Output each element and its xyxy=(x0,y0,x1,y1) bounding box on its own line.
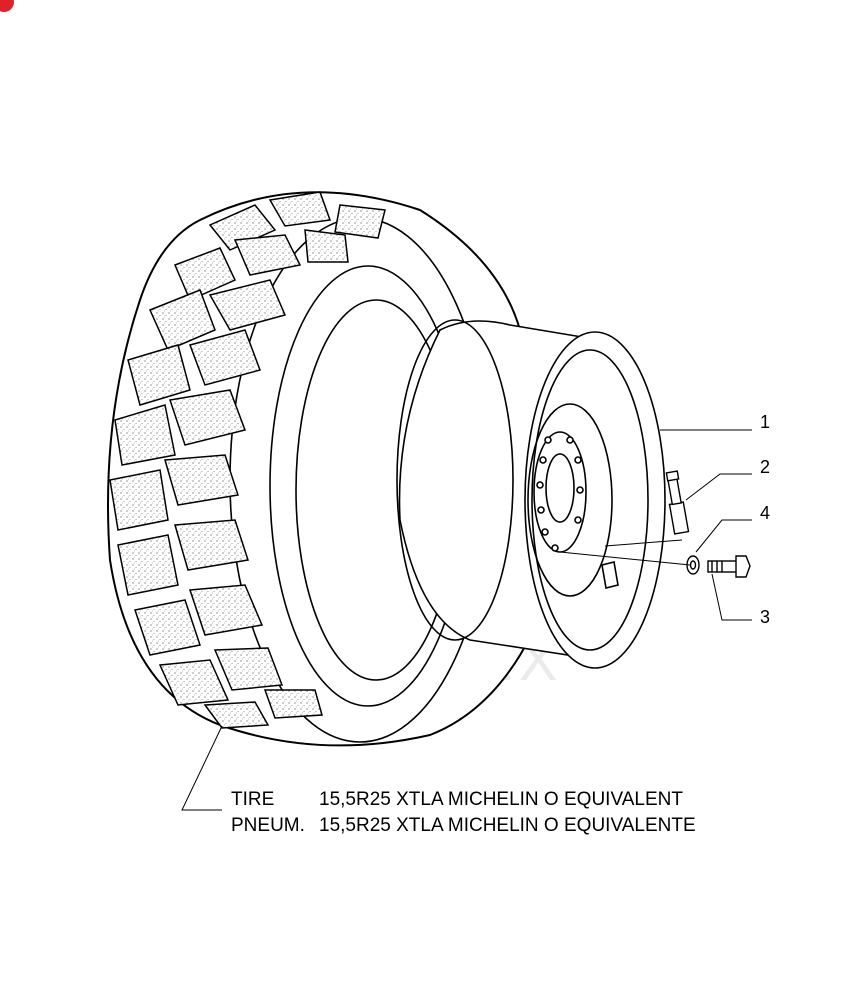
valve-boss xyxy=(601,561,619,589)
stud-hole xyxy=(574,456,582,464)
tread-block xyxy=(134,599,201,656)
leader-tire xyxy=(181,725,223,811)
stud-hole xyxy=(544,436,552,444)
valve-stem xyxy=(666,476,682,506)
callouts: 1 2 4 3 xyxy=(760,412,770,627)
tread-block xyxy=(203,701,270,729)
valve xyxy=(665,470,690,535)
tread-block xyxy=(158,659,230,706)
tread-blocks xyxy=(109,191,386,729)
leader-lines xyxy=(181,429,752,811)
stud-hole xyxy=(566,436,574,444)
rim xyxy=(396,319,666,669)
tread-block xyxy=(334,204,386,239)
bolt-head xyxy=(735,555,751,578)
stud-hole xyxy=(551,544,559,552)
leader-hub-valve xyxy=(604,539,683,547)
tread-block xyxy=(164,454,239,506)
stud-hole xyxy=(541,528,549,536)
tread-block xyxy=(189,329,261,386)
tread-block xyxy=(208,204,277,251)
caption-label: PNEUM. xyxy=(231,815,305,836)
bolt xyxy=(707,555,751,578)
tread-block xyxy=(268,191,332,227)
callout-2: 2 xyxy=(760,457,770,477)
tread-block xyxy=(208,279,287,331)
rim-front-flange xyxy=(524,331,666,669)
caption-label: TIRE xyxy=(231,789,275,810)
tread-block xyxy=(109,469,169,531)
rim-back-flange xyxy=(396,319,514,641)
stud-hole xyxy=(539,456,547,464)
tread-block xyxy=(233,234,302,276)
callout-1: 1 xyxy=(760,412,770,432)
stud-hole xyxy=(574,516,582,524)
tread-block xyxy=(174,247,237,301)
stud-hole xyxy=(576,486,584,494)
valve-body xyxy=(668,501,690,535)
stud-hole xyxy=(537,506,545,514)
corner-mark xyxy=(0,0,14,12)
tread-block xyxy=(148,289,216,351)
rim-front-inner xyxy=(531,349,649,651)
callout-3: 3 xyxy=(760,607,770,627)
tread-block xyxy=(169,389,246,446)
callout-4: 4 xyxy=(760,503,770,523)
leader-3 xyxy=(711,573,752,621)
tread-block xyxy=(188,584,264,636)
tread-block xyxy=(174,519,249,571)
tread-block xyxy=(304,229,349,263)
leader-hub-washer xyxy=(559,551,691,566)
caption-row-pneum: PNEUM. 15,5R25 XTLA MICHELIN O EQUIVALENT… xyxy=(231,816,696,835)
tread-block xyxy=(114,404,176,466)
tread-block xyxy=(263,689,323,719)
tread-block xyxy=(213,647,284,691)
rim-hub-hole xyxy=(545,453,575,523)
tread-block xyxy=(117,534,179,596)
tread-block xyxy=(127,344,191,406)
caption-description: 15,5R25 XTLA MICHELIN O EQUIVALENTE xyxy=(319,815,696,836)
leader-4 xyxy=(695,519,752,553)
leader-2 xyxy=(685,473,752,501)
caption-row-tire: TIRE 15,5R25 XTLA MICHELIN O EQUIVALENT xyxy=(231,790,683,809)
rim-disc xyxy=(527,403,613,597)
caption-description: 15,5R25 XTLA MICHELIN O EQUIVALENT xyxy=(319,789,683,810)
washer-inner xyxy=(689,560,697,570)
stud-hole xyxy=(536,481,544,489)
valve-cap xyxy=(665,470,680,482)
